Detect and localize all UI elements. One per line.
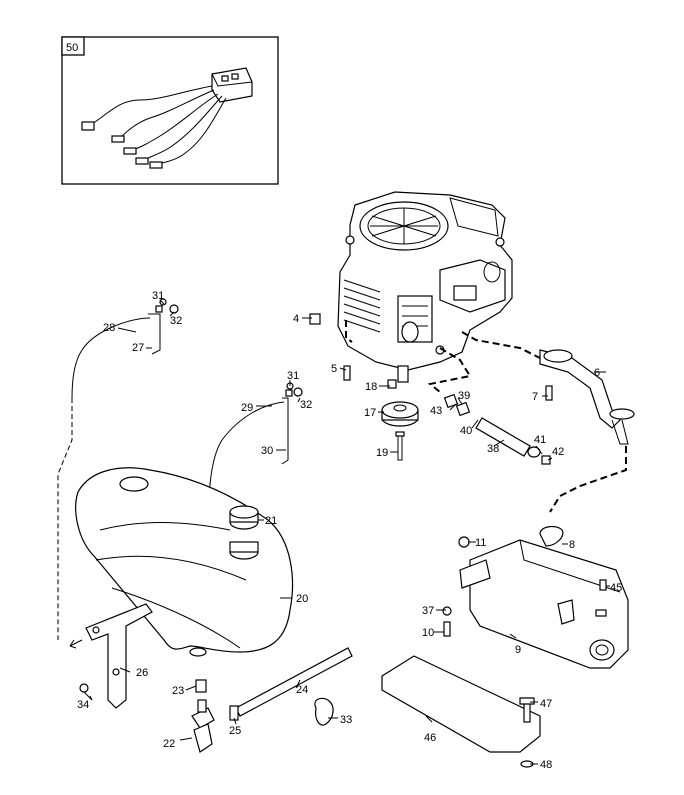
pulley xyxy=(309,313,553,461)
label-50: 50 xyxy=(66,42,78,54)
label-19: 19 xyxy=(376,447,388,459)
label-33: 33 xyxy=(340,714,352,726)
dashed-exhaust-bottom xyxy=(549,446,627,513)
label-46: 46 xyxy=(424,732,436,744)
label-43: 43 xyxy=(430,405,442,417)
dashed-guide-left xyxy=(57,398,73,640)
label-22: 22 xyxy=(163,738,175,750)
label-17: 17 xyxy=(364,407,376,419)
part-numbers: 31 32 28 27 4 5 18 17 19 6 7 39 43 40 38… xyxy=(77,290,622,771)
label-48: 48 xyxy=(540,759,552,771)
label-47: 47 xyxy=(540,698,552,710)
label-26: 26 xyxy=(136,667,148,679)
label-21: 21 xyxy=(265,515,277,527)
label-5: 5 xyxy=(331,363,337,375)
choke-cable xyxy=(207,382,303,509)
label-39: 39 xyxy=(458,390,470,402)
label-37: 37 xyxy=(422,605,434,617)
label-10: 10 xyxy=(422,627,434,639)
label-25: 25 xyxy=(229,725,241,737)
label-45: 45 xyxy=(610,582,622,594)
label-31a: 31 xyxy=(152,290,164,302)
label-29: 29 xyxy=(241,402,253,414)
label-11: 11 xyxy=(475,537,486,549)
label-20: 20 xyxy=(296,593,308,605)
fuel-tank xyxy=(75,467,294,657)
label-27: 27 xyxy=(132,342,144,354)
label-23: 23 xyxy=(172,685,184,697)
fuel-line xyxy=(191,647,353,753)
label-18: 18 xyxy=(365,381,377,393)
label-34: 34 xyxy=(77,699,89,711)
label-8: 8 xyxy=(569,539,575,551)
label-30: 30 xyxy=(261,445,273,457)
inset-wiring-harness: 50 xyxy=(61,36,279,185)
label-28: 28 xyxy=(103,322,115,334)
throttle-cable-upper xyxy=(71,298,179,399)
muffler xyxy=(442,525,629,669)
label-40: 40 xyxy=(460,425,472,437)
label-31b: 31 xyxy=(287,370,299,382)
leader-lines xyxy=(89,299,610,765)
dashed-exhaust-top xyxy=(461,331,541,359)
label-32b: 32 xyxy=(300,399,312,411)
label-24: 24 xyxy=(296,684,308,696)
label-32a: 32 xyxy=(170,315,182,327)
exhaust-pipe xyxy=(539,349,635,445)
label-41: 41 xyxy=(534,434,546,446)
heat-shield xyxy=(381,655,541,768)
label-7: 7 xyxy=(532,391,538,403)
label-42: 42 xyxy=(552,446,564,458)
label-38: 38 xyxy=(487,443,499,455)
label-4: 4 xyxy=(293,313,299,325)
dashed-fuel-pump xyxy=(427,347,472,393)
fuel-pump-line xyxy=(443,393,551,465)
tank-bracket xyxy=(69,603,153,709)
label-6: 6 xyxy=(594,367,600,379)
dashed-left-engine xyxy=(345,320,353,343)
label-9: 9 xyxy=(515,644,521,656)
engine xyxy=(337,191,513,383)
